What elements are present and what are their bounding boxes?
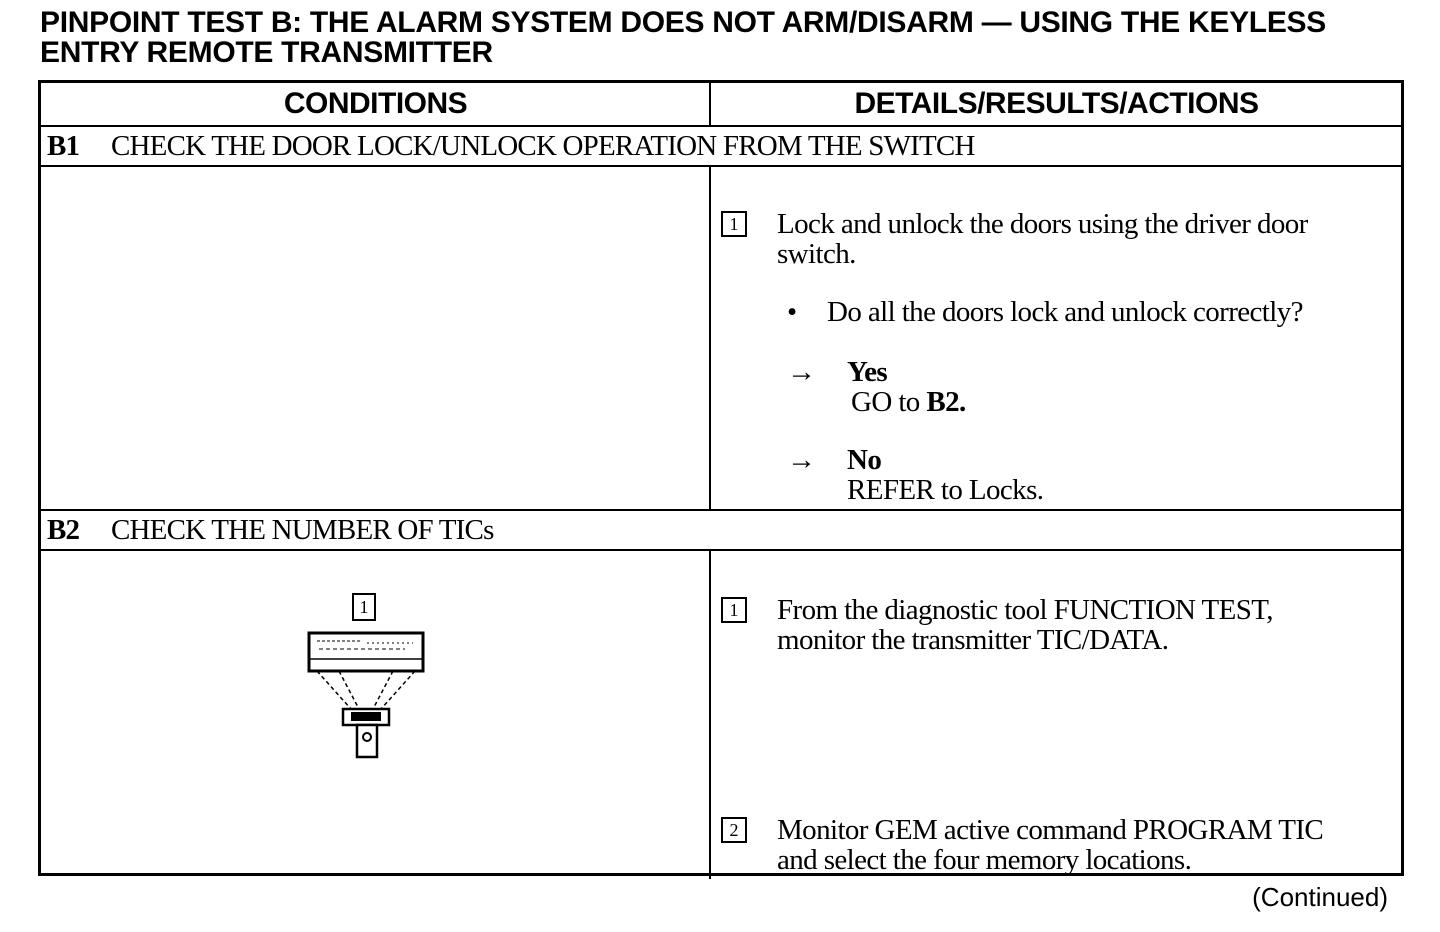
b1-yes-go: GO to bbox=[851, 386, 920, 418]
b2-heading: CHECK THE NUMBER OF TICs bbox=[111, 513, 494, 546]
rule-below-b2-heading bbox=[41, 549, 1401, 551]
b1-yes-action: GO to B2. bbox=[851, 387, 966, 417]
b1-step-1-line-1: Lock and unlock the doors using the driv… bbox=[777, 208, 1308, 240]
b1-yes-target: B2. bbox=[926, 386, 966, 418]
bullet-icon: • bbox=[787, 296, 797, 328]
b2-step-2: 2 Monitor GEM active command PROGRAM TIC… bbox=[721, 814, 1324, 876]
b1-id: B1 bbox=[47, 129, 80, 162]
b2-step-1: 1 From the diagnostic tool FUNCTION TEST… bbox=[721, 594, 1274, 656]
b1-question: Do all the doors lock and unlock correct… bbox=[827, 296, 1304, 328]
b1-heading-row: B1 CHECK THE DOOR LOCK/UNLOCK OPERATION … bbox=[41, 127, 1401, 165]
b2-step-2-line-1: Monitor GEM active command PROGRAM TIC bbox=[777, 814, 1324, 846]
rule-below-b1-heading bbox=[41, 165, 1401, 167]
b1-step-1-number: 1 bbox=[721, 211, 747, 237]
b2-id: B2 bbox=[47, 513, 80, 546]
pinpoint-test-table: CONDITIONS DETAILS/RESULTS/ACTIONS B1 CH… bbox=[38, 80, 1404, 879]
b1-step-1: 1 Lock and unlock the doors using the dr… bbox=[721, 209, 1308, 269]
b1-no-label: No bbox=[847, 444, 882, 476]
rule-below-header bbox=[41, 125, 1401, 127]
b2-heading-row: B2 CHECK THE NUMBER OF TICs bbox=[41, 511, 1401, 549]
b1-yes-label: Yes bbox=[847, 356, 888, 388]
b2-step-1-line-2: monitor the transmitter TIC/DATA. bbox=[777, 624, 1169, 656]
title-line-1: PINPOINT TEST B: THE ALARM SYSTEM DOES N… bbox=[40, 6, 1326, 39]
title-line-2: ENTRY REMOTE TRANSMITTER bbox=[40, 36, 493, 69]
header-divider bbox=[709, 83, 711, 125]
rule-above-b2-heading bbox=[41, 509, 1401, 511]
no-arrow-icon: → bbox=[787, 444, 816, 476]
diagnostic-tool-illustration bbox=[307, 631, 425, 759]
b2-divider bbox=[709, 549, 711, 879]
yes-arrow-icon: → bbox=[787, 356, 816, 388]
b1-no-action: REFER to Locks. bbox=[847, 474, 1044, 506]
details-header: DETAILS/RESULTS/ACTIONS bbox=[854, 87, 1259, 120]
b1-divider bbox=[709, 165, 711, 509]
b2-step-2-number: 2 bbox=[721, 817, 747, 843]
b2-step-2-line-2: and select the four memory locations. bbox=[777, 844, 1192, 876]
b2-step-1-line-1: From the diagnostic tool FUNCTION TEST, bbox=[777, 594, 1274, 626]
b2-illustration-label: 1 bbox=[352, 593, 376, 621]
continued-note: (Continued) bbox=[1252, 882, 1388, 912]
b1-heading: CHECK THE DOOR LOCK/UNLOCK OPERATION FRO… bbox=[111, 129, 975, 162]
b2-step-1-number: 1 bbox=[721, 597, 747, 623]
b1-step-1-line-2: switch. bbox=[777, 238, 856, 270]
page-title: PINPOINT TEST B: THE ALARM SYSTEM DOES N… bbox=[40, 8, 1420, 68]
conditions-header: CONDITIONS bbox=[283, 87, 468, 120]
